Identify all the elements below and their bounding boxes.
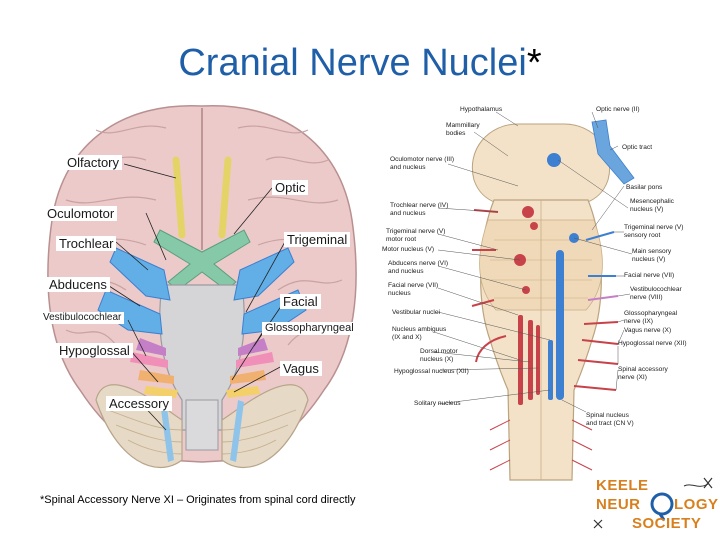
label-nucleus-ambiguus: Nucleus ambiguus (IX and X) [392, 326, 447, 341]
logo-line-society: SOCIETY [632, 515, 702, 532]
title-asterisk: * [526, 42, 542, 84]
label-trigeminal-motor-root: Trigeminal nerve (V) motor root [386, 228, 446, 243]
label-hypoglossal-nerve: Hypoglossal nerve (XII) [618, 340, 687, 347]
title-text: Cranial Nerve Nuclei [178, 42, 527, 84]
label-facial-nerve: Facial nerve (VII) [624, 272, 675, 279]
label-hypoglossal-nucleus: Hypoglossal nucleus (XII) [394, 368, 469, 375]
logo-line-neur: NEUR [596, 496, 641, 513]
label-spinal-accessory-nerve: Spinal accessory nerve (XI) [618, 366, 668, 381]
label-hypoglossal: Hypoglossal [56, 343, 133, 358]
page-title: Cranial Nerve Nuclei* [0, 42, 720, 85]
label-vestibulocochlear: Vestibulocochlear [40, 312, 125, 324]
label-mesencephalic-nucleus: Mesencephalic nucleus (V) [630, 198, 674, 213]
label-spinal-nucleus-trigeminal: Spinal nucleus and tract (CN V) [586, 412, 634, 427]
label-abducens-nerve: Abducens nerve (VI) and nucleus [388, 260, 449, 275]
label-vagus-nerve: Vagus nerve (X) [624, 327, 672, 334]
label-vestibulocochlear-nerve: Vestibulocochlear nerve (VIII) [630, 286, 682, 301]
label-abducens: Abducens [46, 277, 110, 292]
label-hypothalamus: Hypothalamus [460, 106, 503, 113]
brainstem-illustration [433, 111, 635, 481]
label-dorsal-motor-nucleus: Dorsal motor nucleus (X) [420, 348, 458, 363]
label-accessory: Accessory [106, 396, 172, 411]
label-facial: Facial [280, 294, 321, 309]
label-trigeminal-sensory-root: Trigeminal nerve (V) sensory root [624, 224, 684, 239]
label-mammillary-bodies: Mammillary bodies [446, 122, 480, 137]
label-basilar-pons: Basilar pons [626, 184, 663, 191]
label-optic-tract: Optic tract [622, 144, 653, 151]
logo-line-logy: LOGY [674, 496, 719, 513]
label-trochlear-nerve: Trochlear nerve (IV) and nucleus [390, 202, 449, 217]
logo-graphic [593, 477, 713, 529]
label-vestibular-nuclei: Vestibular nuclei [392, 309, 441, 316]
label-optic-nerve: Optic nerve (II) [596, 106, 640, 113]
footnote: *Spinal Accessory Nerve XI – Originates … [40, 494, 356, 506]
label-main-sensory-nucleus: Main sensory nucleus (V) [632, 248, 672, 263]
label-vagus: Vagus [280, 361, 322, 376]
label-trochlear: Trochlear [56, 236, 117, 251]
label-oculomotor-nerve: Oculomotor nerve (III) and nucleus [390, 156, 455, 171]
label-optic: Optic [272, 180, 309, 195]
label-glossopharyngeal: Glossopharyngeal [262, 322, 357, 335]
label-motor-nucleus: Motor nucleus (V) [382, 246, 435, 253]
brain-inferior-view: Olfactory Optic Oculomotor Trochlear Tri… [36, 100, 368, 515]
label-trigeminal: Trigeminal [284, 232, 351, 247]
logo-line-keele: KEELE [596, 477, 649, 494]
brainstem-nuclei-view: Hypothalamus Mammillary bodies Oculomoto… [378, 100, 698, 490]
label-olfactory: Olfactory [64, 155, 123, 170]
label-solitary-nucleus: Solitary nucleus [414, 400, 461, 407]
label-glossopharyngeal-nerve: Glossopharyngeal nerve (IX) [624, 310, 678, 325]
label-facial-nucleus: Facial nerve (VII) nucleus [388, 282, 439, 297]
keele-neurology-society-logo: KEELE NEUR LOGY SOCIETY [588, 472, 719, 536]
label-oculomotor: Oculomotor [44, 206, 118, 221]
